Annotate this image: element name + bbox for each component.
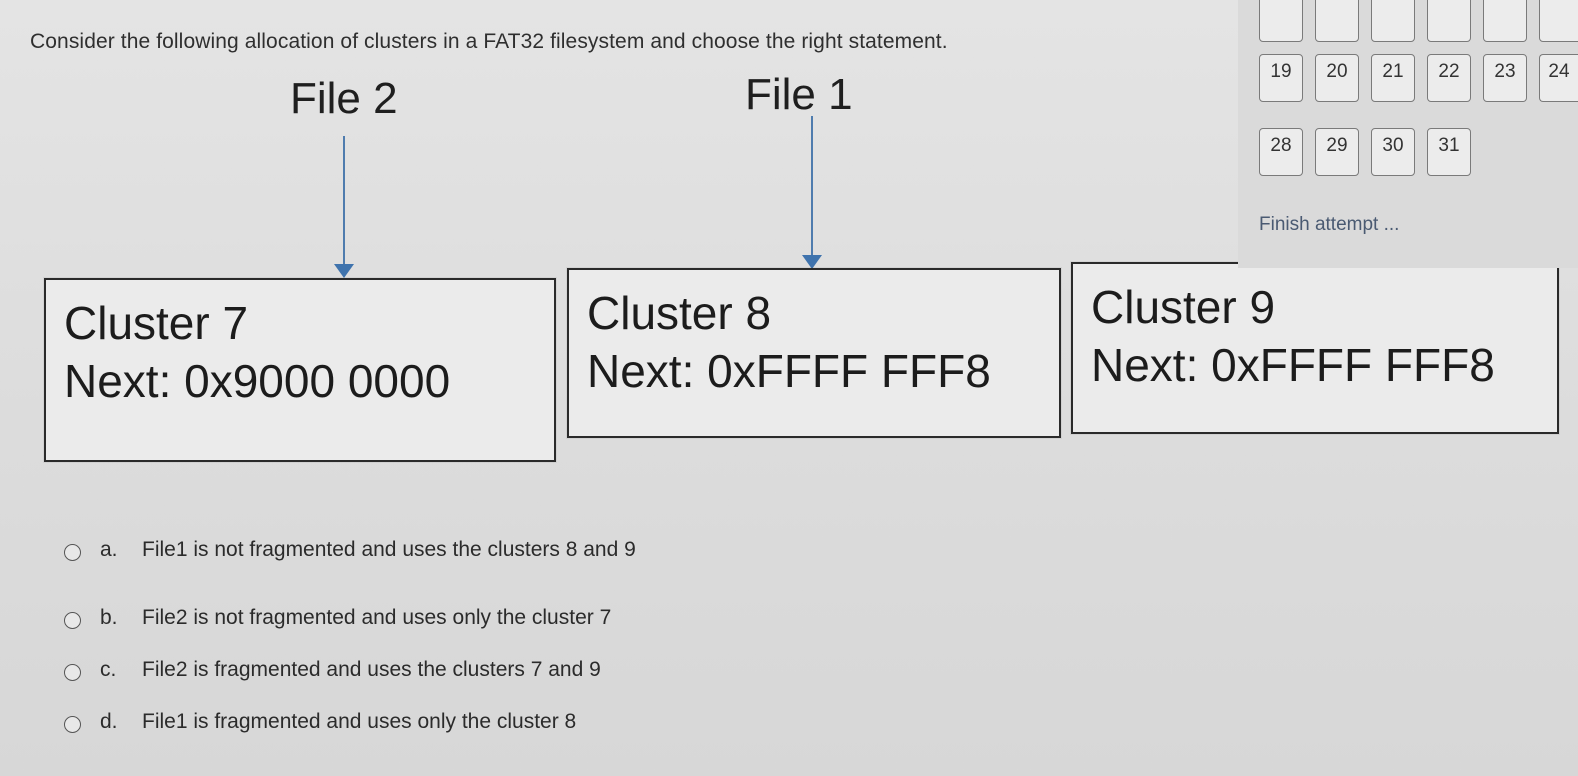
file-2-arrow-head [334,264,354,278]
quiz-nav-button[interactable]: 19 [1259,54,1303,102]
quiz-nav-button[interactable]: 29 [1315,128,1359,176]
quiz-nav-button[interactable]: 20 [1315,54,1359,102]
file-1-arrow-line [811,116,813,256]
option-text: File1 is fragmented and uses only the cl… [142,710,577,733]
radio-button[interactable] [64,664,81,681]
finish-attempt-link[interactable]: Finish attempt ... [1259,214,1400,235]
question-text: Consider the following allocation of clu… [30,30,948,53]
quiz-nav-button[interactable]: 28 [1259,128,1303,176]
file-1-label: File 1 [745,70,853,119]
cluster-7-next: Next: 0x9000 0000 [64,355,451,407]
quiz-nav-button[interactable]: 22 [1427,54,1471,102]
cluster-9-next: Next: 0xFFFF FFF8 [1091,339,1495,391]
file-2-label: File 2 [290,74,398,123]
cluster-7-box: Cluster 7 Next: 0x9000 0000 [44,278,556,462]
radio-button[interactable] [64,716,81,733]
quiz-nav-button-top[interactable] [1315,0,1359,42]
cluster-9-title: Cluster 9 [1091,281,1276,333]
option-letter: d. [100,710,118,733]
option-text: File2 is fragmented and uses the cluster… [142,658,601,681]
quiz-nav-button-top[interactable] [1371,0,1415,42]
option-text: File2 is not fragmented and uses only th… [142,606,612,629]
cluster-8-box: Cluster 8 Next: 0xFFFF FFF8 [567,268,1061,438]
cluster-8-title: Cluster 8 [587,287,772,339]
cluster-8-next: Next: 0xFFFF FFF8 [587,345,991,397]
option-text: File1 is not fragmented and uses the clu… [142,538,636,561]
quiz-nav-button-top[interactable] [1427,0,1471,42]
option-letter: a. [100,538,118,561]
option-letter: b. [100,606,118,629]
quiz-nav-button[interactable]: 24 [1539,54,1578,102]
option-letter: c. [100,658,117,681]
radio-button[interactable] [64,612,81,629]
radio-button[interactable] [64,544,81,561]
quiz-nav-button[interactable]: 31 [1427,128,1471,176]
quiz-nav-button-top[interactable] [1483,0,1527,42]
quiz-nav-button[interactable]: 30 [1371,128,1415,176]
file-2-arrow-line [343,136,345,264]
cluster-9-box: Cluster 9 Next: 0xFFFF FFF8 [1071,262,1559,434]
cluster-7-title: Cluster 7 [64,297,249,349]
quiz-nav-button[interactable]: 23 [1483,54,1527,102]
quiz-nav-button-top[interactable] [1259,0,1303,42]
file-1-arrow-head [802,255,822,269]
quiz-nav-button-top[interactable] [1539,0,1578,42]
quiz-nav-button[interactable]: 21 [1371,54,1415,102]
